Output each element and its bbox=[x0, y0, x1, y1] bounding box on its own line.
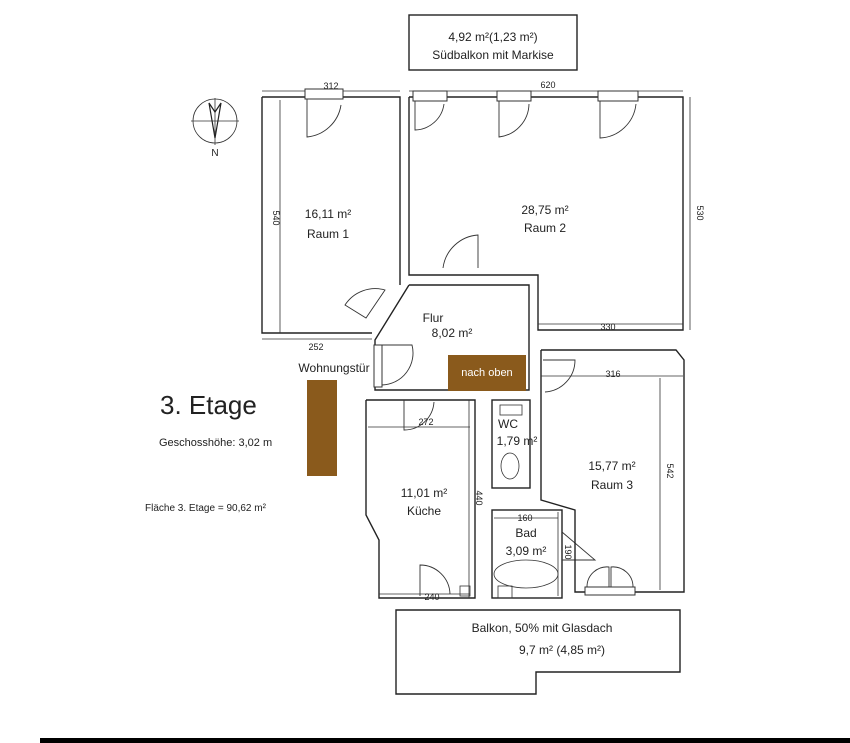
floor-area: Fläche 3. Etage = 90,62 m² bbox=[145, 503, 266, 514]
wc-name: WC bbox=[498, 417, 518, 431]
dim-240: 240 bbox=[424, 592, 439, 602]
stairs-up-label: nach oben bbox=[448, 355, 526, 391]
dim-542: 542 bbox=[665, 463, 675, 478]
dim-316: 316 bbox=[605, 369, 620, 379]
kitchen-walls bbox=[365, 399, 476, 599]
bathroom-area: 3,09 m² bbox=[506, 544, 547, 558]
room-2-walls bbox=[408, 96, 684, 331]
hallway-name: Flur bbox=[423, 311, 444, 325]
ceiling-height: Geschosshöhe: 3,02 m bbox=[159, 437, 273, 449]
room-3-area: 15,77 m² bbox=[588, 459, 635, 473]
bottom-balcony-name: Balkon, 50% mit Glasdach bbox=[472, 621, 613, 635]
entrance-door-label: Wohnungstür bbox=[298, 361, 369, 375]
svg-text:N: N bbox=[211, 148, 218, 159]
room-1-window bbox=[304, 88, 344, 100]
wc-area: 1,79 m² bbox=[497, 434, 538, 448]
dim-312: 312 bbox=[323, 81, 338, 91]
room-1-door-swing bbox=[344, 288, 386, 319]
bathroom-name: Bad bbox=[515, 526, 536, 540]
dim-540: 540 bbox=[271, 210, 281, 225]
room-2-window-1 bbox=[412, 90, 448, 102]
dim-440: 440 bbox=[474, 490, 484, 505]
south-balcony-box bbox=[408, 14, 578, 71]
bathroom-walls bbox=[491, 509, 563, 599]
dim-272: 272 bbox=[418, 417, 433, 427]
bottom-bar bbox=[40, 738, 850, 743]
south-balcony-name: Südbalkon mit Markise bbox=[432, 48, 554, 62]
room-2-window-2 bbox=[496, 90, 532, 102]
room-2-name: Raum 2 bbox=[524, 221, 566, 235]
bottom-balcony-walls bbox=[395, 609, 681, 695]
south-balcony-area: 4,92 m²(1,23 m²) bbox=[448, 30, 537, 44]
room-3-name: Raum 3 bbox=[591, 478, 633, 492]
room-2-door-swing bbox=[442, 234, 479, 269]
room-1-area: 16,11 m² bbox=[305, 207, 351, 221]
room-2-window-3 bbox=[597, 90, 639, 102]
compass-icon: N bbox=[191, 98, 239, 159]
room-1-name: Raum 1 bbox=[307, 227, 349, 241]
bottom-balcony-area: 9,7 m² (4,85 m²) bbox=[519, 643, 605, 657]
wc-walls bbox=[491, 399, 531, 489]
dim-530: 530 bbox=[695, 205, 705, 220]
dim-252: 252 bbox=[308, 342, 323, 352]
hallway-area: 8,02 m² bbox=[432, 326, 473, 340]
room-1-window-swing bbox=[306, 99, 342, 138]
floor-title: 3. Etage bbox=[160, 390, 257, 420]
dim-620: 620 bbox=[540, 80, 555, 90]
dim-160: 160 bbox=[517, 513, 532, 523]
dim-190: 190 bbox=[563, 544, 573, 559]
stair-block bbox=[307, 380, 337, 476]
room-2-area: 28,75 m² bbox=[521, 203, 568, 217]
dim-330: 330 bbox=[600, 322, 615, 332]
kitchen-area: 11,01 m² bbox=[401, 486, 447, 500]
kitchen-name: Küche bbox=[407, 504, 441, 518]
